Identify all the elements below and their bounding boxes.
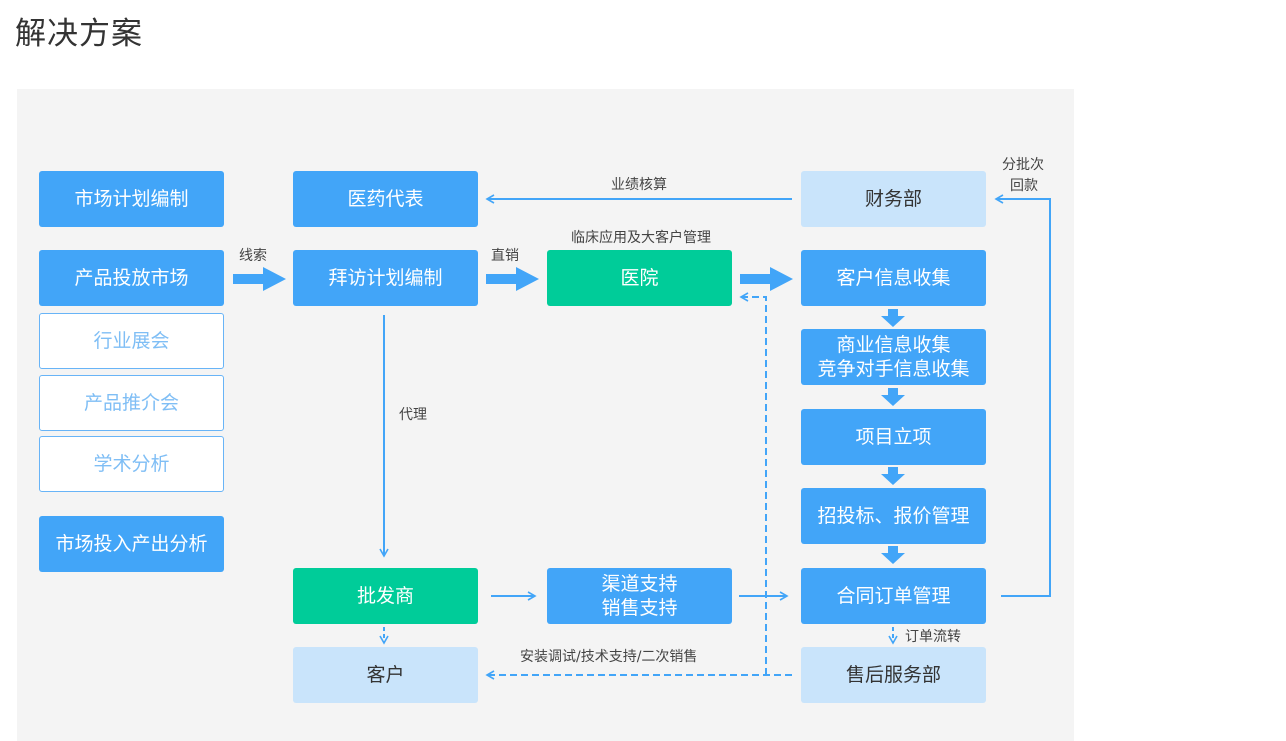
node-hospital: 医院 — [547, 250, 732, 306]
node-bidding: 招投标、报价管理 — [801, 488, 986, 544]
fat-arrow-leads — [233, 267, 286, 291]
node-visit-plan: 拜访计划编制 — [293, 250, 478, 306]
node-trade-show: 行业展会 — [39, 313, 224, 369]
arrow-batch-payment — [994, 194, 1051, 597]
label-batch-payment-2: 回款 — [1010, 178, 1038, 194]
arrow-aftersales-hospital — [739, 292, 767, 675]
node-sales-support: 销售支持 — [601, 597, 678, 619]
label-direct: 直销 — [491, 248, 519, 264]
node-customer: 客户 — [293, 647, 478, 703]
node-after-sales: 售后服务部 — [801, 647, 986, 703]
label-agent: 代理 — [399, 407, 427, 423]
fat-arrow-direct — [486, 267, 539, 291]
node-finance: 财务部 — [801, 171, 986, 227]
label-installation: 安装调试/技术支持/二次销售 — [520, 649, 698, 665]
node-academic: 学术分析 — [39, 436, 224, 492]
node-biz-info: 商业信息收集 — [836, 334, 951, 356]
node-cust-info: 客户信息收集 — [801, 250, 986, 306]
down-arrow-4 — [881, 546, 905, 564]
node-product-promo: 产品推介会 — [39, 375, 224, 431]
node-product-market: 产品投放市场 — [39, 250, 224, 306]
node-contract: 合同订单管理 — [801, 568, 986, 624]
label-clinical: 临床应用及大客户管理 — [571, 230, 711, 246]
node-channel-sales-support: 渠道支持 销售支持 — [547, 568, 732, 624]
node-project: 项目立项 — [801, 409, 986, 465]
down-arrow-1 — [881, 309, 905, 327]
down-arrow-2 — [881, 388, 905, 406]
node-med-rep: 医药代表 — [293, 171, 478, 227]
down-arrow-3 — [881, 467, 905, 485]
node-roi: 市场投入产出分析 — [39, 516, 224, 572]
label-performance: 业绩核算 — [611, 177, 667, 193]
node-info-collection: 商业信息收集 竞争对手信息收集 — [801, 329, 986, 385]
node-channel-support: 渠道支持 — [601, 573, 678, 595]
node-market-plan: 市场计划编制 — [39, 171, 224, 227]
label-batch-payment-1: 分批次 — [1002, 157, 1044, 173]
fat-arrow-hospital-cust — [740, 267, 793, 291]
node-wholesaler: 批发商 — [293, 568, 478, 624]
node-comp-info: 竞争对手信息收集 — [817, 358, 970, 380]
page-title: 解决方案 — [15, 16, 143, 52]
label-order-flow: 订单流转 — [905, 629, 961, 645]
label-leads: 线索 — [239, 248, 267, 264]
